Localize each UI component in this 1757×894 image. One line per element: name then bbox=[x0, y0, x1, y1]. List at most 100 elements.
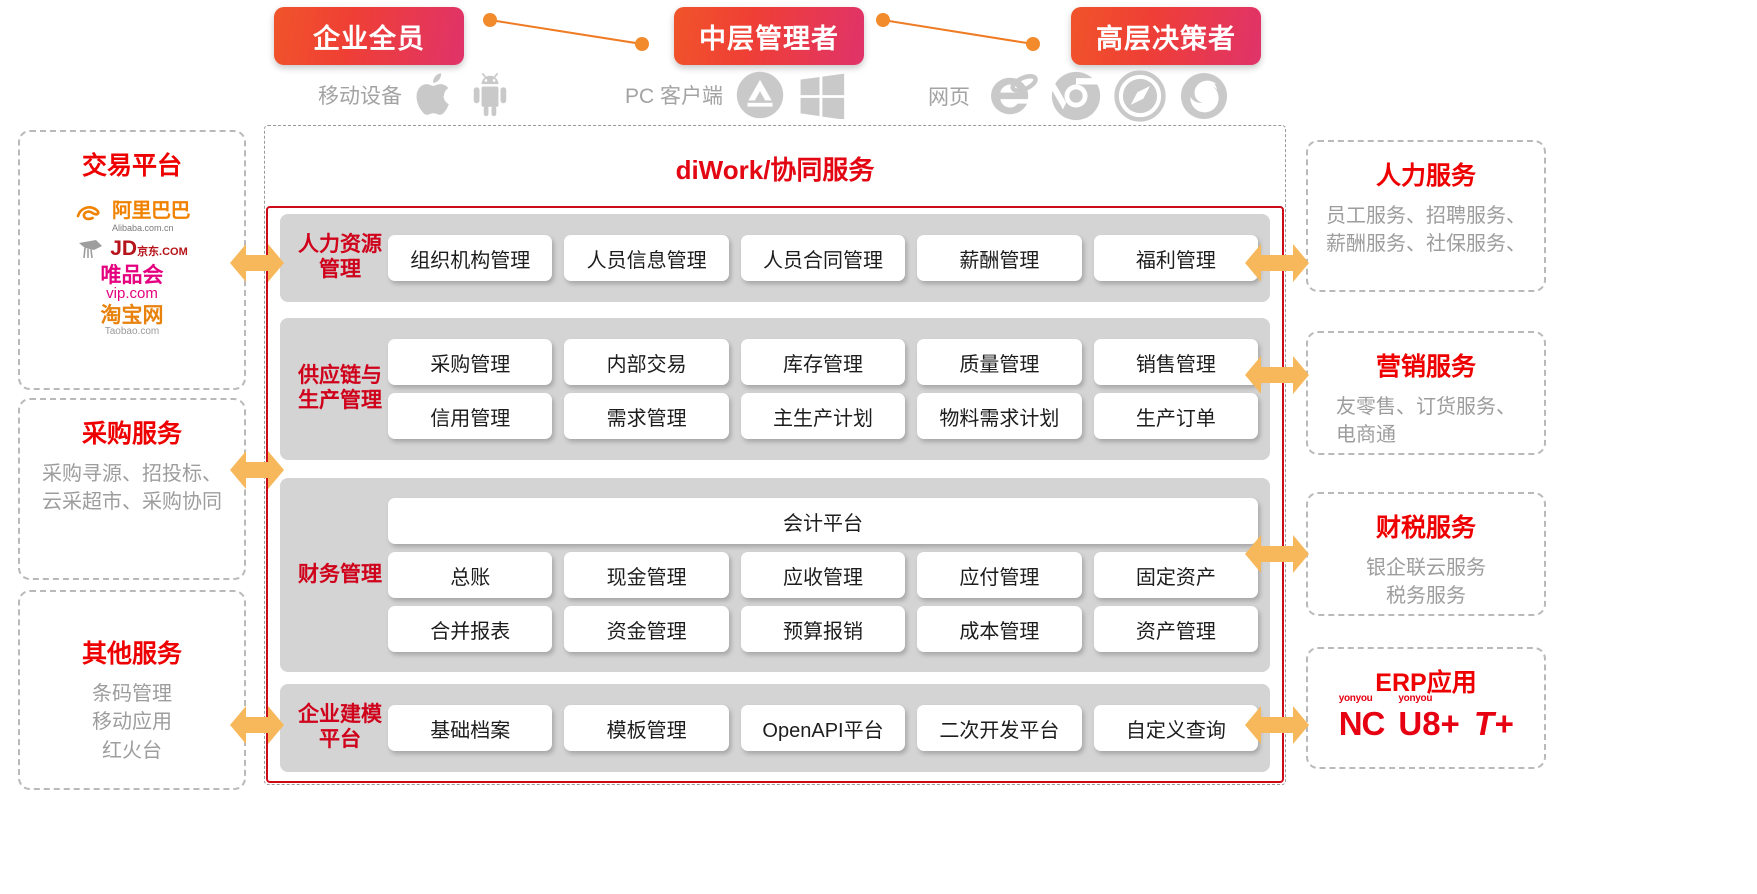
mac-appstore-icon bbox=[736, 71, 784, 119]
module-tile[interactable]: 生产订单 bbox=[1093, 393, 1259, 439]
module-tile[interactable]: 总账 bbox=[388, 552, 553, 598]
android-icon bbox=[473, 72, 507, 117]
safari-icon bbox=[1114, 70, 1166, 122]
taobao-logo-text: 淘宝网 bbox=[100, 304, 164, 327]
module-tile-accounting-platform[interactable]: 会计平台 bbox=[388, 498, 1258, 544]
module-tile[interactable]: 内部交易 bbox=[564, 339, 729, 385]
alibaba-logo-text: 阿里巴巴 bbox=[112, 200, 191, 222]
bidirectional-arrow-right-fintax bbox=[1245, 535, 1309, 573]
module-tiles: 组织机构管理 人员信息管理 人员合同管理 薪酬管理 福利管理 bbox=[388, 226, 1270, 290]
side-card-procurement-service: 采购服务 采购寻源、招投标、 云采超市、采购协同 bbox=[18, 398, 246, 580]
device-group-label: 移动设备 bbox=[318, 85, 402, 108]
side-card-body: 银企联云服务 税务服务 bbox=[1366, 557, 1486, 608]
yonyou-t-logo: T+ bbox=[1473, 705, 1514, 742]
side-card-title: 财税服务 bbox=[1375, 514, 1476, 542]
module-tile[interactable]: OpenAPI平台 bbox=[740, 705, 906, 751]
module-tile[interactable]: 组织机构管理 bbox=[388, 235, 553, 281]
side-card-title: 营销服务 bbox=[1375, 353, 1476, 381]
vip-logo: 唯品会 vip.com bbox=[101, 265, 164, 301]
vip-logo-text: 唯品会 bbox=[100, 264, 164, 287]
module-tile[interactable]: 现金管理 bbox=[564, 552, 729, 598]
module-group-hr: 人力资源 管理 组织机构管理 人员信息管理 人员合同管理 薪酬管理 福利管理 bbox=[280, 214, 1270, 302]
tile-row-banner: 会计平台 bbox=[388, 498, 1258, 544]
side-card-marketing-service: 营销服务 友零售、订货服务、 电商通 bbox=[1306, 331, 1546, 455]
module-tile[interactable]: 固定资产 bbox=[1093, 552, 1259, 598]
side-card-body: 友零售、订货服务、 电商通 bbox=[1336, 396, 1516, 447]
module-tile[interactable]: 资金管理 bbox=[564, 606, 729, 652]
tile-row: 组织机构管理 人员信息管理 人员合同管理 薪酬管理 福利管理 bbox=[388, 235, 1259, 281]
module-tile[interactable]: 基础档案 bbox=[388, 705, 553, 751]
module-tile[interactable]: 销售管理 bbox=[1093, 339, 1259, 385]
module-tile[interactable]: 资产管理 bbox=[1093, 606, 1259, 652]
module-tile[interactable]: 合并报表 bbox=[388, 606, 553, 652]
side-card-title: 其他服务 bbox=[81, 640, 182, 668]
tile-row: 采购管理 内部交易 库存管理 质量管理 销售管理 bbox=[388, 339, 1259, 385]
bidirectional-arrow-right-hr bbox=[1245, 244, 1309, 282]
module-tile[interactable]: 人员信息管理 bbox=[564, 235, 729, 281]
erp-core-red-frame bbox=[266, 206, 1284, 783]
side-card-hr-service: 人力服务 员工服务、招聘服务、 薪酬服务、社保服务、 bbox=[1306, 140, 1546, 292]
bidirectional-arrow-left-procurement bbox=[230, 451, 284, 489]
bidirectional-arrow-left-other bbox=[230, 706, 284, 744]
jd-logo-sub: 京东.COM bbox=[137, 246, 188, 258]
tile-row: 总账 现金管理 应收管理 应付管理 固定资产 bbox=[388, 552, 1259, 598]
module-tile[interactable]: 薪酬管理 bbox=[917, 235, 1082, 281]
module-tile[interactable]: 模板管理 bbox=[564, 705, 729, 751]
module-tile[interactable]: 自定义查询 bbox=[1093, 705, 1259, 751]
module-tile[interactable]: 应付管理 bbox=[917, 552, 1082, 598]
device-group-web: 网页 bbox=[928, 70, 1230, 122]
side-card-fintax-service: 财税服务 银企联云服务 税务服务 bbox=[1306, 492, 1546, 616]
module-tiles: 基础档案 模板管理 OpenAPI平台 二次开发平台 自定义查询 bbox=[388, 696, 1270, 760]
module-tile[interactable]: 成本管理 bbox=[917, 606, 1082, 652]
module-tile[interactable]: 预算报销 bbox=[740, 606, 906, 652]
internet-explorer-icon bbox=[991, 74, 1038, 115]
role-pill-label: 高层决策者 bbox=[1096, 23, 1236, 54]
module-tile[interactable]: 物料需求计划 bbox=[917, 393, 1082, 439]
module-tile[interactable]: 信用管理 bbox=[388, 393, 553, 439]
module-tile[interactable]: 应收管理 bbox=[740, 552, 906, 598]
side-card-title: 人力服务 bbox=[1375, 162, 1476, 190]
module-tile[interactable]: 福利管理 bbox=[1093, 235, 1259, 281]
role-pill-all-staff[interactable]: 企业全员 bbox=[274, 7, 464, 65]
tile-row: 合并报表 资金管理 预算报销 成本管理 资产管理 bbox=[388, 606, 1259, 652]
module-tile[interactable]: 库存管理 bbox=[740, 339, 906, 385]
module-tiles: 采购管理 内部交易 库存管理 质量管理 销售管理 信用管理 需求管理 主生产计划… bbox=[388, 330, 1270, 448]
side-card-title: 采购服务 bbox=[81, 420, 182, 448]
module-tile[interactable]: 需求管理 bbox=[564, 393, 729, 439]
device-group-label: PC 客户端 bbox=[625, 85, 724, 108]
module-group-modeling: 企业建模 平台 基础档案 模板管理 OpenAPI平台 二次开发平台 自定义查询 bbox=[280, 684, 1270, 772]
tile-row: 信用管理 需求管理 主生产计划 物料需求计划 生产订单 bbox=[388, 393, 1259, 439]
side-card-title: ERP应用 bbox=[1375, 669, 1477, 697]
jd-logo-text: JD bbox=[110, 237, 138, 260]
side-card-body: 采购寻源、招投标、 云采超市、采购协同 bbox=[42, 463, 222, 514]
module-tile[interactable]: 二次开发平台 bbox=[917, 705, 1082, 751]
device-group-pc: PC 客户端 bbox=[625, 70, 847, 120]
module-tile[interactable]: 质量管理 bbox=[917, 339, 1082, 385]
alibaba-mark-icon bbox=[76, 205, 100, 220]
module-group-scm: 供应链与 生产管理 采购管理 内部交易 库存管理 质量管理 销售管理 信用管理 … bbox=[280, 318, 1270, 460]
side-card-erp-applications: ERP应用 yonyou NC yonyou U8+ T+ bbox=[1306, 647, 1546, 769]
role-pill-middle-manager[interactable]: 中层管理者 bbox=[674, 7, 864, 65]
module-group-finance: 财务管理 会计平台 总账 现金管理 应收管理 应付管理 固定资产 合并报表 资金… bbox=[280, 478, 1270, 672]
taobao-logo-sub: Taobao.com bbox=[104, 326, 160, 338]
bidirectional-arrow-right-erp bbox=[1245, 706, 1309, 744]
side-card-trade-platform: 交易平台 阿里巴巴 Alibaba.com.cn JD京东.COM 唯品会 vi… bbox=[18, 130, 246, 390]
device-group-mobile: 移动设备 bbox=[318, 70, 512, 120]
module-tile[interactable]: 人员合同管理 bbox=[740, 235, 906, 281]
role-pill-executive[interactable]: 高层决策者 bbox=[1071, 7, 1261, 65]
bidirectional-arrow-left-trade bbox=[230, 244, 284, 282]
side-card-title: 交易平台 bbox=[81, 152, 182, 180]
module-tile[interactable]: 主生产计划 bbox=[740, 393, 906, 439]
role-pill-label: 企业全员 bbox=[313, 23, 425, 54]
module-tile[interactable]: 采购管理 bbox=[388, 339, 553, 385]
erp-product-logos: yonyou NC yonyou U8+ T+ bbox=[1339, 694, 1514, 742]
side-card-body: 条码管理 移动应用 红火台 bbox=[92, 683, 172, 762]
module-group-label: 企业建模 平台 bbox=[298, 703, 382, 751]
role-pill-label: 中层管理者 bbox=[699, 23, 839, 54]
firefox-icon bbox=[1180, 72, 1228, 120]
module-group-label: 人力资源 管理 bbox=[298, 233, 382, 281]
side-card-body: 员工服务、招聘服务、 薪酬服务、社保服务、 bbox=[1326, 205, 1526, 256]
alibaba-logo: 阿里巴巴 Alibaba.com.cn bbox=[74, 194, 191, 233]
taobao-logo: 淘宝网 Taobao.com bbox=[100, 304, 164, 338]
